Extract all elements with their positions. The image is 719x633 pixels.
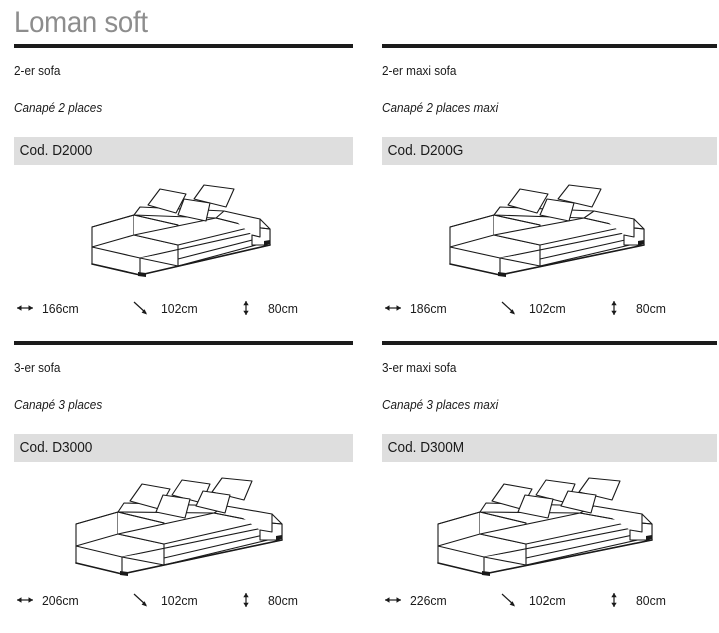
width-arrow-icon	[14, 591, 36, 609]
product-card-d2000: 2-er sofa Canapé 2 places Cod. D2000	[0, 44, 364, 341]
product-name-de: 2-er sofa	[14, 64, 61, 78]
dimension-height-value: 80cm	[268, 592, 298, 608]
product-name-de: 3-er maxi sofa	[382, 361, 457, 375]
product-name-fr: Canapé 3 places	[14, 398, 103, 412]
dimension-width: 166cm	[14, 299, 130, 317]
dimensions-row: 226cm 102cm	[382, 591, 668, 609]
dimension-width: 206cm	[14, 591, 130, 609]
card-top-rule	[382, 341, 717, 345]
depth-arrow-icon	[130, 591, 152, 609]
product-code-bar: Cod. D2000	[14, 137, 353, 165]
dimension-width-value: 186cm	[410, 300, 447, 316]
product-name-de: 3-er sofa	[14, 361, 61, 375]
dimension-depth-value: 102cm	[161, 592, 198, 608]
card-top-rule	[14, 44, 353, 48]
sofa-3-seater-drawing	[14, 468, 353, 586]
dimension-depth: 102cm	[498, 299, 605, 317]
product-code-bar: Cod. D300M	[382, 434, 717, 462]
height-arrow-icon	[237, 591, 259, 609]
depth-arrow-icon	[498, 299, 520, 317]
product-code: Cod. D3000	[19, 440, 93, 456]
dimension-depth: 102cm	[130, 591, 237, 609]
height-arrow-icon	[605, 299, 627, 317]
dimensions-row: 206cm 102cm	[14, 591, 300, 609]
dimension-depth-value: 102cm	[529, 300, 566, 316]
dimension-height: 80cm	[605, 591, 668, 609]
dimensions-row: 166cm 102cm	[14, 299, 300, 317]
product-code-bar: Cod. D3000	[14, 434, 353, 462]
product-card-d300m: 3-er maxi sofa Canapé 3 places maxi Cod.…	[364, 341, 719, 633]
height-arrow-icon	[237, 299, 259, 317]
dimension-depth: 102cm	[498, 591, 605, 609]
sofa-2-seater-maxi-drawing	[382, 171, 717, 289]
sofa-2-seater-drawing	[14, 171, 353, 289]
depth-arrow-icon	[130, 299, 152, 317]
width-arrow-icon	[382, 299, 404, 317]
product-code: Cod. D300M	[387, 440, 465, 456]
dimensions-row: 186cm 102cm	[382, 299, 668, 317]
product-code: Cod. D200G	[387, 143, 464, 159]
page-title: Loman soft	[14, 6, 148, 39]
card-top-rule	[14, 341, 353, 345]
dimension-height-value: 80cm	[268, 300, 298, 316]
dimension-width-value: 226cm	[410, 592, 447, 608]
dimension-height: 80cm	[237, 299, 300, 317]
dimension-height: 80cm	[605, 299, 668, 317]
product-name-de: 2-er maxi sofa	[382, 64, 457, 78]
dimension-width-value: 166cm	[42, 300, 79, 316]
width-arrow-icon	[382, 591, 404, 609]
product-name-fr: Canapé 2 places maxi	[382, 101, 499, 115]
dimension-width-value: 206cm	[42, 592, 79, 608]
height-arrow-icon	[605, 591, 627, 609]
product-code: Cod. D2000	[19, 143, 93, 159]
dimension-depth: 102cm	[130, 299, 237, 317]
product-card-d200g: 2-er maxi sofa Canapé 2 places maxi Cod.…	[364, 44, 719, 341]
dimension-width: 186cm	[382, 299, 498, 317]
dimension-width: 226cm	[382, 591, 498, 609]
product-name-fr: Canapé 3 places maxi	[382, 398, 499, 412]
product-code-bar: Cod. D200G	[382, 137, 717, 165]
depth-arrow-icon	[498, 591, 520, 609]
product-card-d3000: 3-er sofa Canapé 3 places Cod. D3000	[0, 341, 364, 633]
width-arrow-icon	[14, 299, 36, 317]
product-name-fr: Canapé 2 places	[14, 101, 103, 115]
dimension-height: 80cm	[237, 591, 300, 609]
dimension-depth-value: 102cm	[161, 300, 198, 316]
card-top-rule	[382, 44, 717, 48]
dimension-height-value: 80cm	[636, 592, 666, 608]
product-grid: 2-er sofa Canapé 2 places Cod. D2000	[0, 44, 719, 633]
dimension-height-value: 80cm	[636, 300, 666, 316]
dimension-depth-value: 102cm	[529, 592, 566, 608]
sofa-3-seater-maxi-drawing	[382, 468, 717, 586]
